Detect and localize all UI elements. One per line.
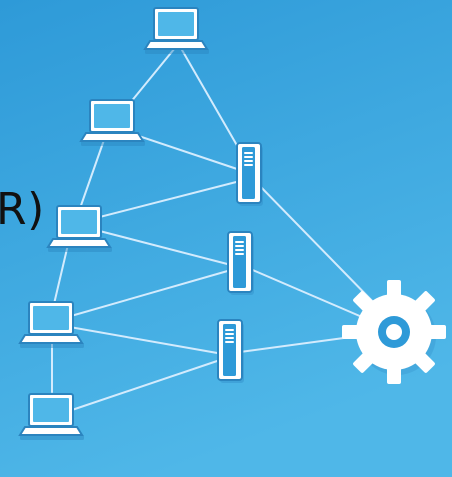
partial-label: R) — [0, 184, 45, 235]
connection-laptop-3-to-server-2 — [87, 227, 236, 267]
connection-laptop-4-to-server-3 — [63, 325, 224, 355]
laptop-4 — [18, 301, 84, 348]
laptop-icon — [79, 99, 145, 146]
laptop-5 — [18, 393, 84, 440]
laptop-nodes — [18, 7, 209, 440]
connection-laptop-5-to-server-3 — [65, 357, 227, 413]
connection-server-2-to-gear-hub — [247, 267, 370, 321]
laptop-3 — [46, 205, 112, 252]
server-icon — [236, 142, 263, 206]
connection-laptop-3-to-server-1 — [87, 179, 245, 221]
laptop-icon — [18, 301, 84, 348]
laptop-icon — [18, 393, 84, 440]
gear-icon — [342, 280, 446, 384]
laptop-1 — [143, 7, 209, 54]
connection-laptop-4-to-server-2 — [63, 269, 232, 319]
server-icon — [227, 231, 254, 295]
server-1 — [236, 142, 263, 206]
server-nodes — [217, 142, 263, 383]
connection-laptop-2-to-laptop-3 — [77, 139, 105, 215]
laptop-2 — [79, 99, 145, 146]
gear-hub — [342, 280, 446, 384]
server-icon — [217, 319, 244, 383]
connection-server-1-to-gear-hub — [253, 179, 380, 309]
connection-lines — [51, 47, 380, 413]
laptop-icon — [143, 7, 209, 54]
server-3 — [217, 319, 244, 383]
server-2 — [227, 231, 254, 295]
laptop-icon — [46, 205, 112, 252]
connection-laptop-2-to-server-1 — [123, 130, 247, 173]
